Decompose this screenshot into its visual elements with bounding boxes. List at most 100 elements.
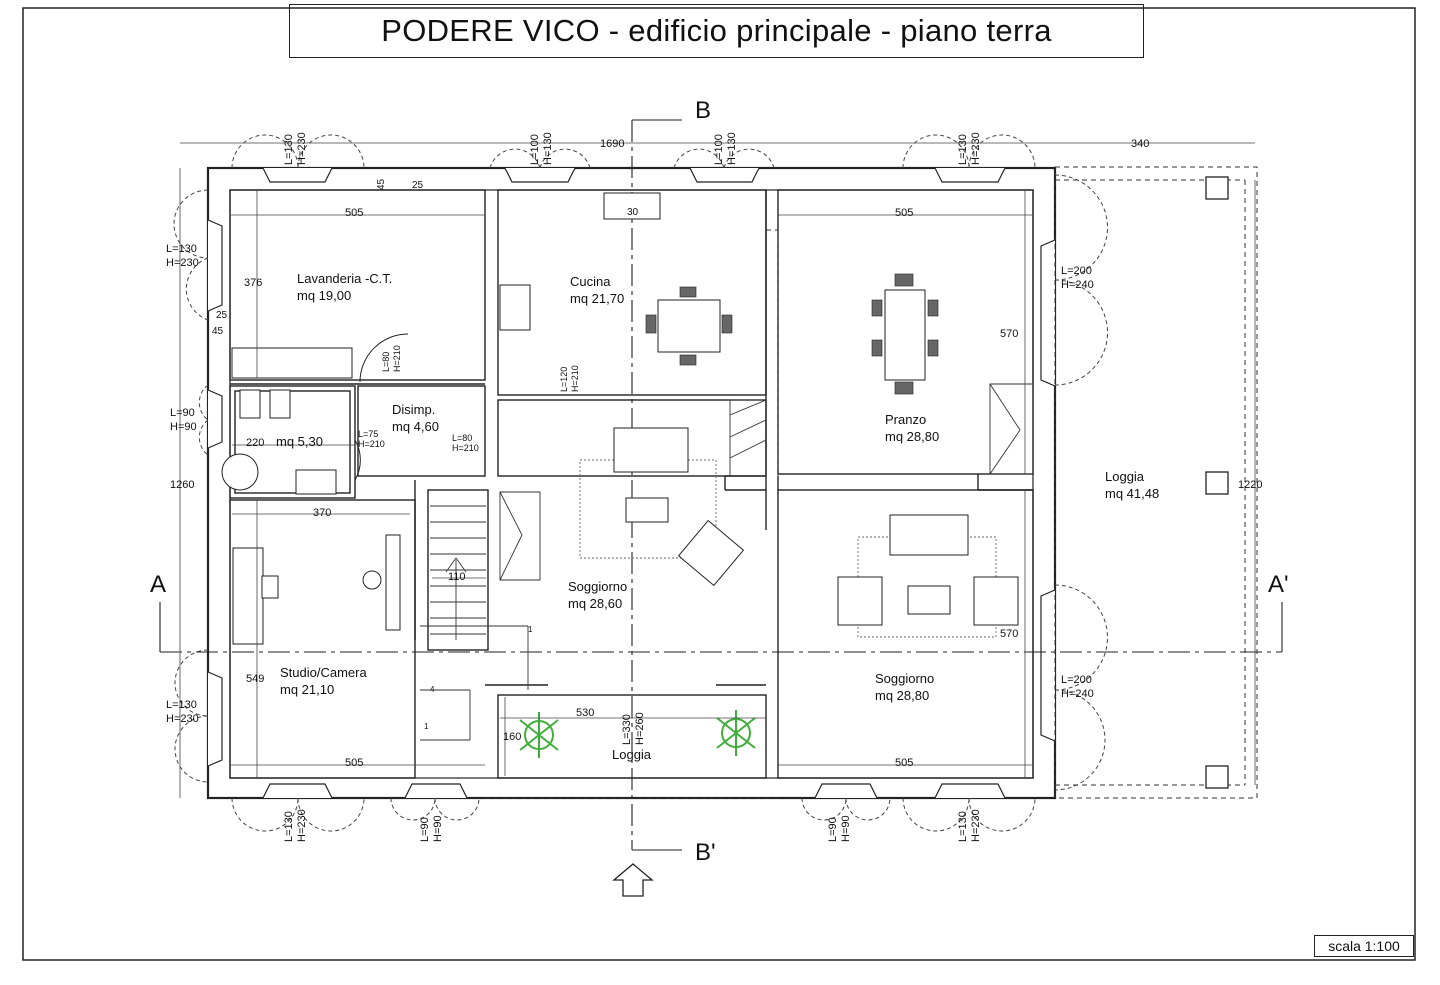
opening-right-1-l: L=200	[1061, 265, 1092, 277]
room-bagno-area: mq 5,30	[276, 434, 323, 449]
dim-25-side: 25	[216, 310, 228, 321]
dim-505-c: 505	[345, 757, 363, 769]
room-lavanderia-name: Lavanderia -C.T.	[297, 271, 392, 286]
window-notches	[207, 167, 1056, 799]
vertical-opening-labels: L=130 H=230 L=100 H=130 L=100 H=130 L=13…	[283, 132, 982, 842]
opening-door-1-l: L=80	[381, 352, 391, 372]
stair-step-1: 1	[528, 625, 533, 634]
room-studio-name: Studio/Camera	[280, 665, 367, 680]
opening-top-4-l: L=130	[957, 134, 969, 165]
opening-left-3-h: H=230	[166, 713, 199, 725]
opening-door-2-h: H=210	[358, 439, 385, 449]
window-swings	[173, 134, 1108, 832]
room-loggia-grande-name: Loggia	[1105, 469, 1145, 484]
dim-loggia-width: 340	[1131, 138, 1149, 150]
door-swings	[354, 333, 409, 481]
loggia-columns	[1205, 176, 1229, 789]
opening-bottom-3-l: L=90	[827, 817, 839, 842]
dining-chairs	[645, 273, 939, 395]
stair-treads	[420, 505, 529, 741]
opening-top-2-l: L=100	[529, 134, 541, 165]
room-studio-area: mq 21,10	[280, 682, 334, 697]
room-soggiorno-centrale-area: mq 28,60	[568, 596, 622, 611]
room-cucina-name: Cucina	[570, 274, 611, 289]
stair-step-1b: 1	[424, 722, 429, 731]
stair-step-4: 4	[430, 685, 435, 694]
dim-30: 30	[627, 207, 639, 218]
opening-top-1-l: L=130	[283, 134, 295, 165]
dim-530: 530	[576, 707, 594, 719]
dim-570-a: 570	[1000, 328, 1018, 340]
opening-door-2-l: L=75	[358, 429, 378, 439]
room-pranzo-area: mq 28,80	[885, 429, 939, 444]
opening-loggia-h: H=260	[634, 712, 646, 745]
dim-570-b: 570	[1000, 628, 1018, 640]
opening-door-4-l: L=120	[559, 367, 569, 392]
opening-top-3-h: H=130	[726, 132, 738, 165]
dim-25-top: 25	[412, 180, 424, 191]
opening-right-2-h: H=240	[1061, 688, 1094, 700]
room-pranzo-name: Pranzo	[885, 412, 926, 427]
dim-376: 376	[244, 277, 262, 289]
dim-220: 220	[246, 437, 264, 449]
room-disimpegno-name: Disimp.	[392, 402, 435, 417]
dim-160: 160	[503, 731, 521, 743]
dim-45-side: 45	[212, 326, 224, 337]
scale-label: scala 1:100	[1328, 938, 1400, 954]
opening-loggia-l: L=330	[621, 714, 633, 745]
sheet-border	[22, 7, 1416, 961]
opening-bottom-4-l: L=130	[957, 811, 969, 842]
opening-top-1-h: H=230	[296, 132, 308, 165]
interior-walls	[229, 189, 1034, 779]
opening-bottom-2-l: L=90	[419, 817, 431, 842]
opening-top-2-h: H=130	[542, 132, 554, 165]
room-cucina-area: mq 21,70	[570, 291, 624, 306]
opening-right-2-l: L=200	[1061, 674, 1092, 686]
opening-door-1-h: H=210	[392, 345, 402, 372]
opening-top-3-l: L=100	[713, 134, 725, 165]
opening-left-1-h: H=230	[166, 257, 199, 269]
dim-total-height: 1260	[170, 479, 194, 491]
room-loggia-grande-area: mq 41,48	[1105, 486, 1159, 501]
dim-110: 110	[448, 571, 466, 583]
opening-bottom-2-h: H=90	[432, 815, 444, 842]
opening-bottom-4-h: H=230	[970, 809, 982, 842]
up-arrow-icon	[612, 863, 654, 897]
room-loggia-piccola-name: Loggia	[612, 747, 652, 762]
section-mark-b-prime: B'	[695, 839, 716, 866]
section-lines	[159, 119, 1283, 851]
furniture	[221, 192, 1019, 645]
opening-door-4-h: H=210	[570, 365, 580, 392]
dim-549: 549	[246, 673, 264, 685]
section-mark-a: A	[150, 571, 166, 598]
dim-505-d: 505	[895, 757, 913, 769]
scale-box: scala 1:100	[1314, 935, 1414, 957]
drawing-title: PODERE VICO - edificio principale - pian…	[381, 13, 1052, 48]
dim-loggia-height: 1220	[1238, 479, 1262, 491]
opening-bottom-3-h: H=90	[840, 815, 852, 842]
opening-right-1-h: H=240	[1061, 279, 1094, 291]
dim-45-top: 45	[376, 178, 387, 190]
room-disimpegno-area: mq 4,60	[392, 419, 439, 434]
room-soggiorno-destra-name: Soggiorno	[875, 671, 934, 686]
opening-left-2-h: H=90	[170, 421, 197, 433]
opening-left-2-l: L=90	[170, 407, 195, 419]
opening-door-3-h: H=210	[452, 443, 479, 453]
opening-door-3-l: L=80	[452, 433, 472, 443]
opening-bottom-1-l: L=130	[283, 811, 295, 842]
fireplace-wedges	[499, 383, 1034, 581]
section-mark-a-prime: A'	[1268, 571, 1289, 598]
opening-bottom-1-h: H=230	[296, 809, 308, 842]
opening-top-4-h: H=230	[970, 132, 982, 165]
dim-370: 370	[313, 507, 331, 519]
dim-505-a: 505	[345, 207, 363, 219]
room-soggiorno-centrale-name: Soggiorno	[568, 579, 627, 594]
dimension-lines	[179, 142, 1256, 798]
opening-left-1-l: L=130	[166, 243, 197, 255]
opening-left-3-l: L=130	[166, 699, 197, 711]
dim-505-b: 505	[895, 207, 913, 219]
room-soggiorno-destra-area: mq 28,80	[875, 688, 929, 703]
drawing-title-box: PODERE VICO - edificio principale - pian…	[289, 4, 1144, 58]
dim-total-width: 1690	[600, 138, 624, 150]
